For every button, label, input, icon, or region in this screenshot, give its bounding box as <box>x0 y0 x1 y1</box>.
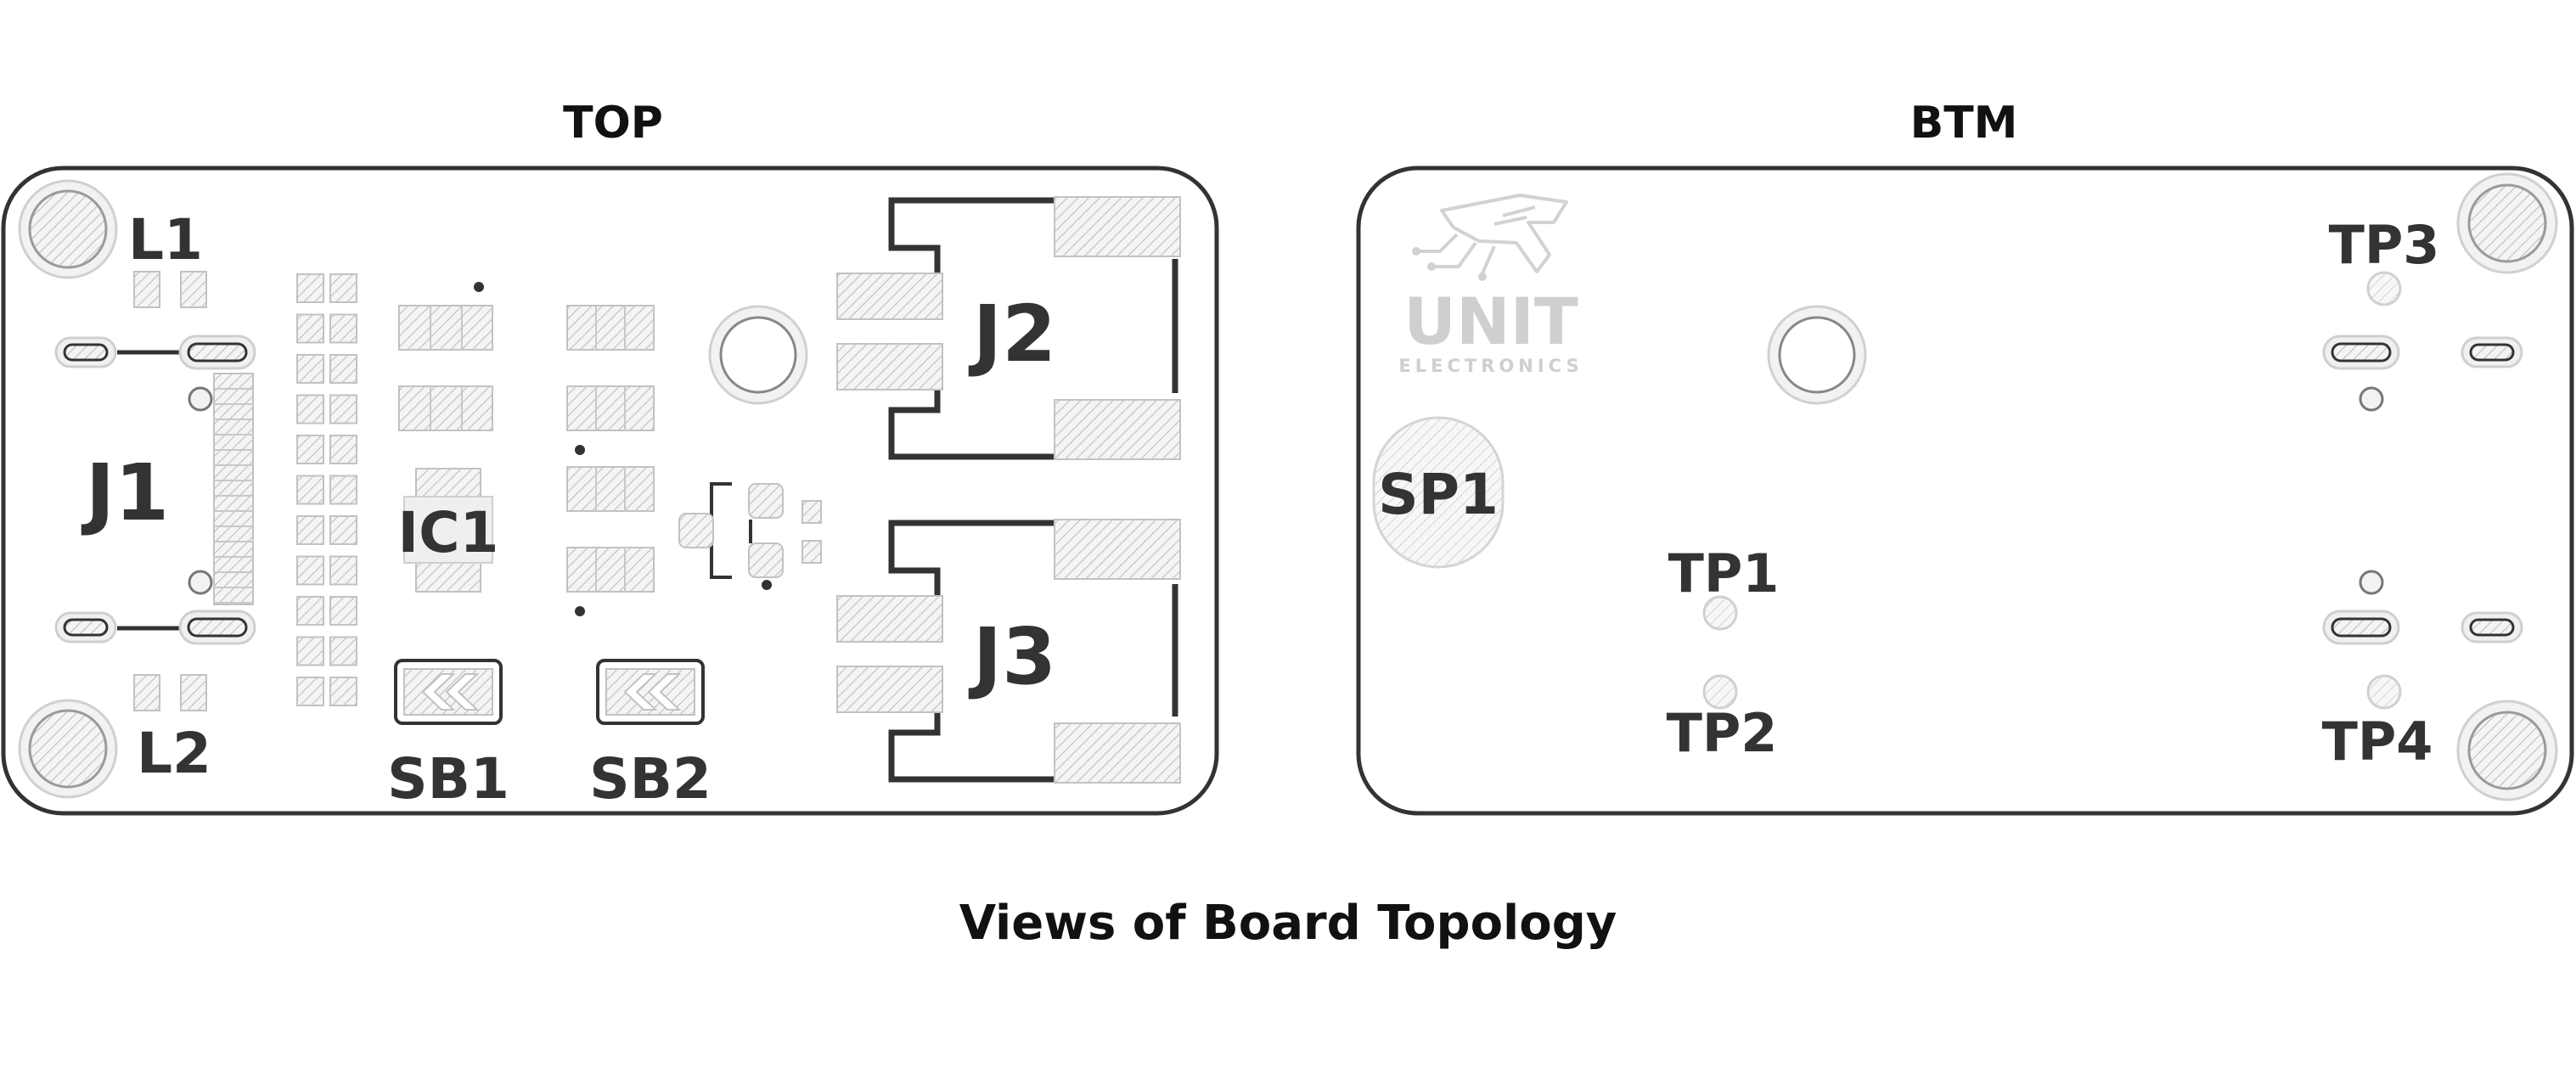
j2-connector <box>836 196 1181 460</box>
j1-pin-strip <box>213 373 254 605</box>
sp1-pad <box>1372 416 1505 569</box>
top-view-title: TOP <box>563 98 663 149</box>
ic1-footprint <box>398 282 493 593</box>
passive-pad <box>329 475 357 505</box>
passive-pad <box>329 354 357 384</box>
passive-pad <box>329 313 357 344</box>
label-j2: J2 <box>968 289 1056 379</box>
passive-pad <box>329 555 357 586</box>
passive-pad <box>296 475 324 505</box>
tp3-pad <box>2366 271 2402 306</box>
bottom-board-outline <box>1356 166 2574 816</box>
passive-pad <box>296 555 324 586</box>
label-tp1: TP1 <box>1668 542 1780 604</box>
logo-unit-text: UNIT <box>1403 284 1578 359</box>
bottom-view-title: BTM <box>1910 98 2018 149</box>
sb1-solder-bridge <box>394 659 503 725</box>
label-tp2: TP2 <box>1667 702 1778 764</box>
passive-pad <box>296 677 324 706</box>
tp4-pad <box>2366 674 2402 710</box>
top-view: TOP <box>1 98 1219 816</box>
passive-pad <box>296 354 324 384</box>
passive-pad <box>296 273 324 303</box>
label-l2: L2 <box>137 721 211 786</box>
passive-pad <box>329 273 357 303</box>
passive-pad <box>296 435 324 464</box>
unit-electronics-logo: UNIT ELECTRONICS <box>1398 194 1583 376</box>
label-l1: L1 <box>128 207 203 273</box>
component-block <box>566 305 655 616</box>
tp1-pad <box>1702 595 1738 631</box>
l2-pads <box>133 674 207 711</box>
bottom-center-hole <box>1767 305 1867 405</box>
passive-pad <box>329 596 357 626</box>
label-tp4: TP4 <box>2322 711 2433 773</box>
passive-component-grid <box>296 273 357 706</box>
label-j1: J1 <box>81 447 169 538</box>
bottom-mounting-hole <box>2456 700 2558 801</box>
bottom-view: BTM UNIT ELECTRONICS <box>1356 98 2574 816</box>
passive-pad <box>329 677 357 706</box>
tp2-pad <box>1702 674 1738 710</box>
passive-pad <box>296 596 324 626</box>
label-sp1: SP1 <box>1378 462 1499 527</box>
top-center-hole <box>708 305 808 405</box>
j3-connector <box>836 519 1181 784</box>
bottom-mounting-hole <box>2456 172 2558 274</box>
passive-pad <box>329 394 357 424</box>
top-mounting-hole <box>18 179 118 279</box>
passive-pad <box>329 636 357 666</box>
passive-pad <box>296 636 324 666</box>
label-tp3: TP3 <box>2329 214 2440 276</box>
passive-pad <box>329 515 357 545</box>
label-j3: J3 <box>968 611 1056 702</box>
top-mounting-hole <box>18 699 118 799</box>
logo-electronics-text: ELECTRONICS <box>1398 356 1583 376</box>
bottom-slot-pads <box>2322 334 2523 645</box>
label-ic1: IC1 <box>398 500 499 565</box>
passive-pad <box>296 313 324 344</box>
l1-pads <box>133 271 207 308</box>
diagram-caption: Views of Board Topology <box>959 896 1617 951</box>
sb2-solder-bridge <box>596 659 705 725</box>
j1-connector <box>54 334 256 645</box>
transistor-footprint <box>678 482 822 590</box>
passive-pad <box>296 394 324 424</box>
passive-pad <box>296 515 324 545</box>
passive-pad <box>329 435 357 464</box>
label-sb1: SB1 <box>387 746 509 812</box>
label-sb2: SB2 <box>589 746 711 812</box>
